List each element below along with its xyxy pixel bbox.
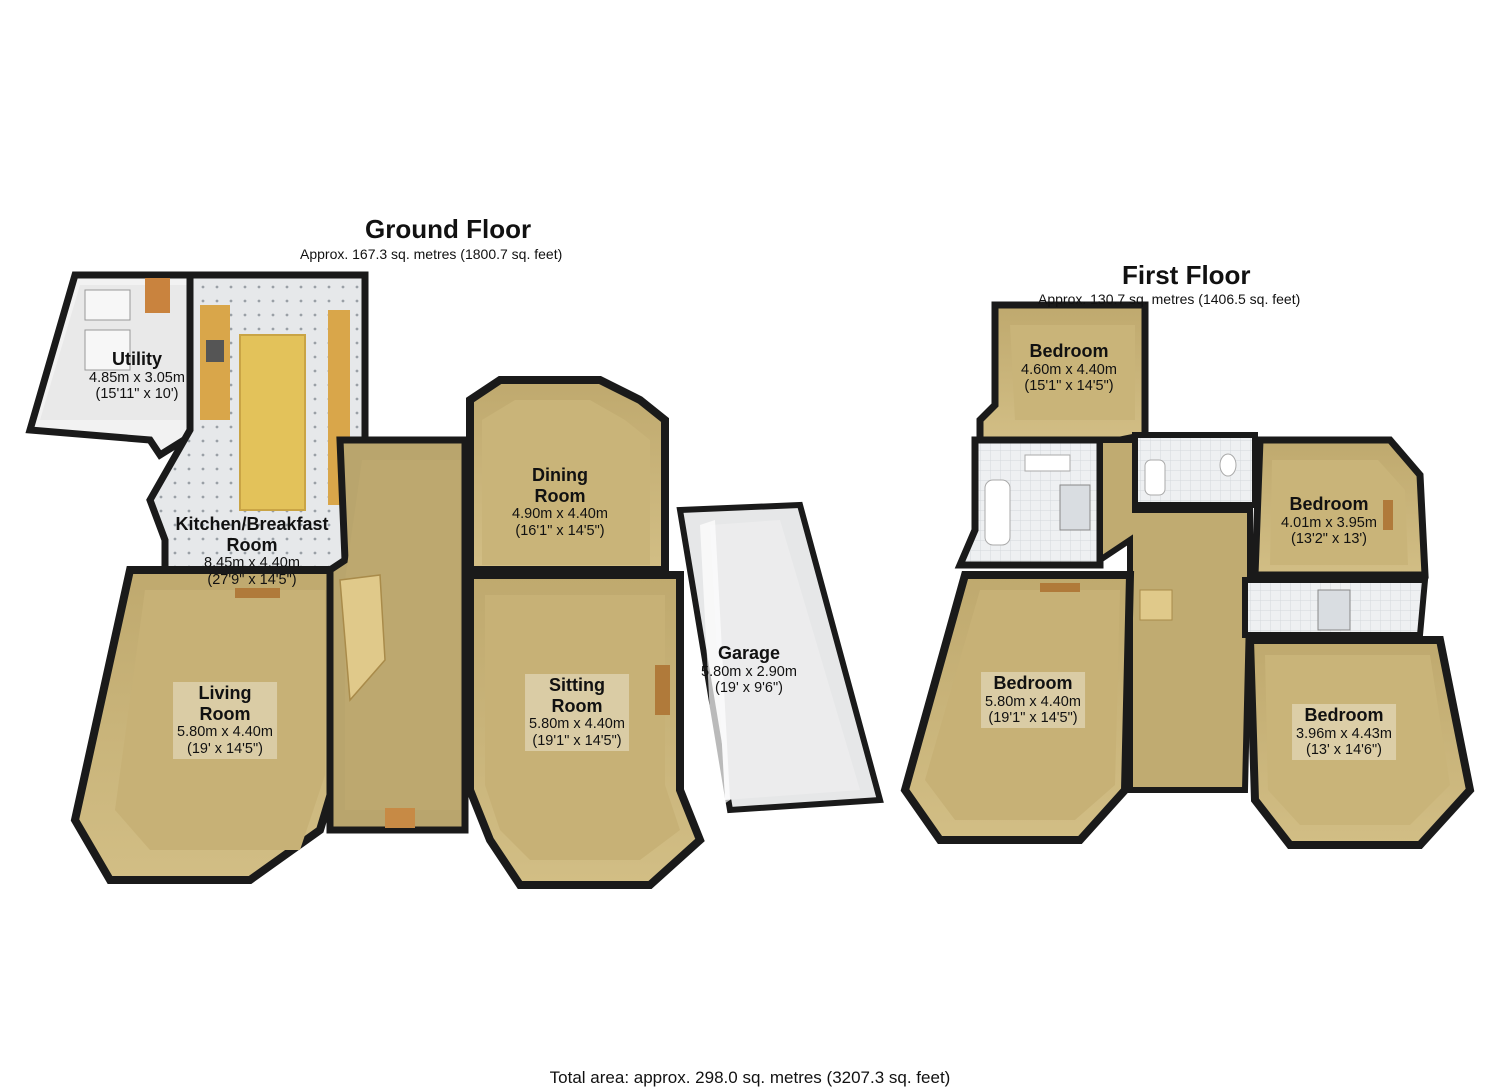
- room-dims-metric: 4.60m x 4.40m: [1021, 361, 1117, 378]
- room-dims-metric: 4.90m x 4.40m: [512, 506, 608, 523]
- first-floor-plan: [900, 301, 1475, 849]
- room-name: Bedroom: [1029, 341, 1109, 361]
- sitting-room: [466, 571, 705, 889]
- room-dims-metric: 5.80m x 4.40m: [177, 724, 273, 741]
- dining-room-label: Dining Room 4.90m x 4.40m (16'1" x 14'5"…: [512, 465, 608, 540]
- room-dims-imperial: (19'1" x 14'5"): [988, 710, 1078, 727]
- room-name-line2: Room: [534, 485, 586, 506]
- kitchen-label: Kitchen/Breakfast Room 8.45m x 4.40m (27…: [175, 514, 328, 589]
- garage-label: Garage 5.80m x 2.90m (19' x 9'6"): [701, 643, 797, 697]
- room-name: Living: [198, 683, 252, 703]
- room-dims-imperial: (27'9" x 14'5"): [207, 572, 297, 589]
- room-dims-imperial: (15'1" x 14'5"): [1024, 378, 1114, 395]
- room-dims-metric: 8.45m x 4.40m: [204, 555, 300, 572]
- ground-floor-plan: [25, 271, 884, 889]
- garage: [676, 501, 884, 814]
- room-name-line2: Room: [551, 695, 603, 716]
- room-dims-imperial: (13'2" x 13'): [1291, 531, 1367, 548]
- family-bathroom: [954, 436, 1104, 569]
- room-name: Bedroom: [993, 673, 1073, 693]
- room-dims-imperial: (19'1" x 14'5"): [532, 733, 622, 750]
- bedroom-large-label: Bedroom 5.80m x 4.40m (19'1" x 14'5"): [981, 672, 1085, 729]
- room-name: Bedroom: [1289, 494, 1369, 514]
- room-dims-metric: 5.80m x 4.40m: [985, 693, 1081, 710]
- room-name: Utility: [111, 349, 163, 369]
- utility-room: [25, 271, 204, 460]
- room-dims-metric: 5.80m x 2.90m: [701, 663, 797, 680]
- utility-label: Utility 4.85m x 3.05m (15'11" x 10'): [89, 349, 185, 403]
- room-dims-imperial: (19' x 9'6"): [715, 680, 783, 697]
- bedroom-top-label: Bedroom 4.60m x 4.40m (15'1" x 14'5"): [1021, 341, 1117, 395]
- en-suite-right: [1242, 577, 1429, 638]
- room-name-line2: Room: [226, 534, 278, 555]
- room-name: Sitting: [548, 675, 605, 695]
- first-floor-title: First Floor: [1122, 260, 1251, 290]
- bedroom-large: [900, 571, 1135, 844]
- living-room-label: Living Room 5.80m x 4.40m (19' x 14'5"): [173, 682, 277, 759]
- room-dims-metric: 5.80m x 4.40m: [529, 716, 625, 733]
- entrance-hall: [326, 436, 469, 834]
- first-floor-area: Approx. 130.7 sq. metres (1406.5 sq. fee…: [1038, 291, 1301, 307]
- room-dims-imperial: (15'11" x 10'): [95, 386, 179, 403]
- room-name-line2: Room: [199, 703, 251, 724]
- room-dims-metric: 4.01m x 3.95m: [1281, 514, 1377, 531]
- total-area: Total area: approx. 298.0 sq. metres (32…: [549, 1068, 951, 1087]
- bedroom-right-top-label: Bedroom 4.01m x 3.95m (13'2" x 13'): [1281, 494, 1377, 548]
- room-name: Bedroom: [1304, 705, 1384, 725]
- dining-room: [466, 376, 669, 574]
- living-room: [70, 566, 339, 884]
- bedroom-right-bottom: [1245, 636, 1475, 849]
- ground-floor-area: Approx. 167.3 sq. metres (1800.7 sq. fee…: [300, 246, 563, 262]
- room-name: Dining: [531, 465, 588, 485]
- en-suite-top: [1132, 432, 1258, 508]
- room-dims-metric: 4.85m x 3.05m: [89, 369, 185, 386]
- room-dims-imperial: (13' x 14'6"): [1306, 742, 1382, 759]
- room-dims-metric: 3.96m x 4.43m: [1296, 725, 1392, 742]
- room-dims-imperial: (16'1" x 14'5"): [515, 523, 605, 540]
- bedroom-right-top: [1251, 436, 1429, 579]
- room-name: Garage: [717, 643, 781, 663]
- ground-floor-title: Ground Floor: [365, 214, 532, 244]
- sitting-room-label: Sitting Room 5.80m x 4.40m (19'1" x 14'5…: [525, 674, 629, 751]
- bedroom-right-bottom-label: Bedroom 3.96m x 4.43m (13' x 14'6"): [1292, 704, 1396, 761]
- room-dims-imperial: (19' x 14'5"): [187, 741, 263, 758]
- room-name: Kitchen/Breakfast: [175, 514, 329, 534]
